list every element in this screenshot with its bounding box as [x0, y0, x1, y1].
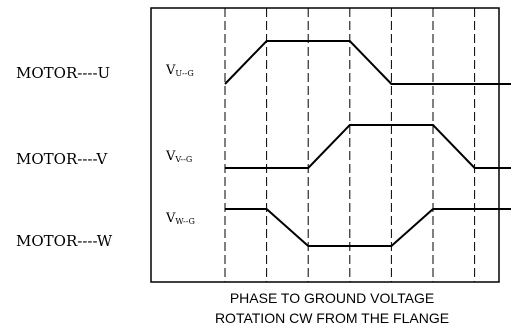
v-v-g-waveform [225, 124, 511, 169]
v-u-g-label: VU--G [165, 63, 194, 78]
motor-v-label: MOTOR----V [16, 150, 108, 168]
caption-line-2: ROTATION CW FROM THE FLANGE [215, 310, 449, 326]
v-u-g-waveform [224, 40, 511, 85]
caption-line-1: PHASE TO GROUND VOLTAGE [230, 290, 434, 306]
diagram-frame [150, 7, 500, 283]
v-v-g-label: VV--G [165, 149, 192, 164]
motor-u-label: MOTOR----U [16, 64, 110, 82]
motor-v-row: MOTOR----V VV--G [16, 124, 511, 169]
phase-dividers [224, 8, 476, 282]
motor-w-label: MOTOR----W [16, 232, 113, 250]
v-w-g-waveform [225, 208, 511, 247]
motor-u-row: MOTOR----U VU--G [16, 40, 511, 85]
v-w-g-label: VW--G [165, 211, 195, 226]
motor-w-row: MOTOR----W VW--G [16, 208, 511, 250]
